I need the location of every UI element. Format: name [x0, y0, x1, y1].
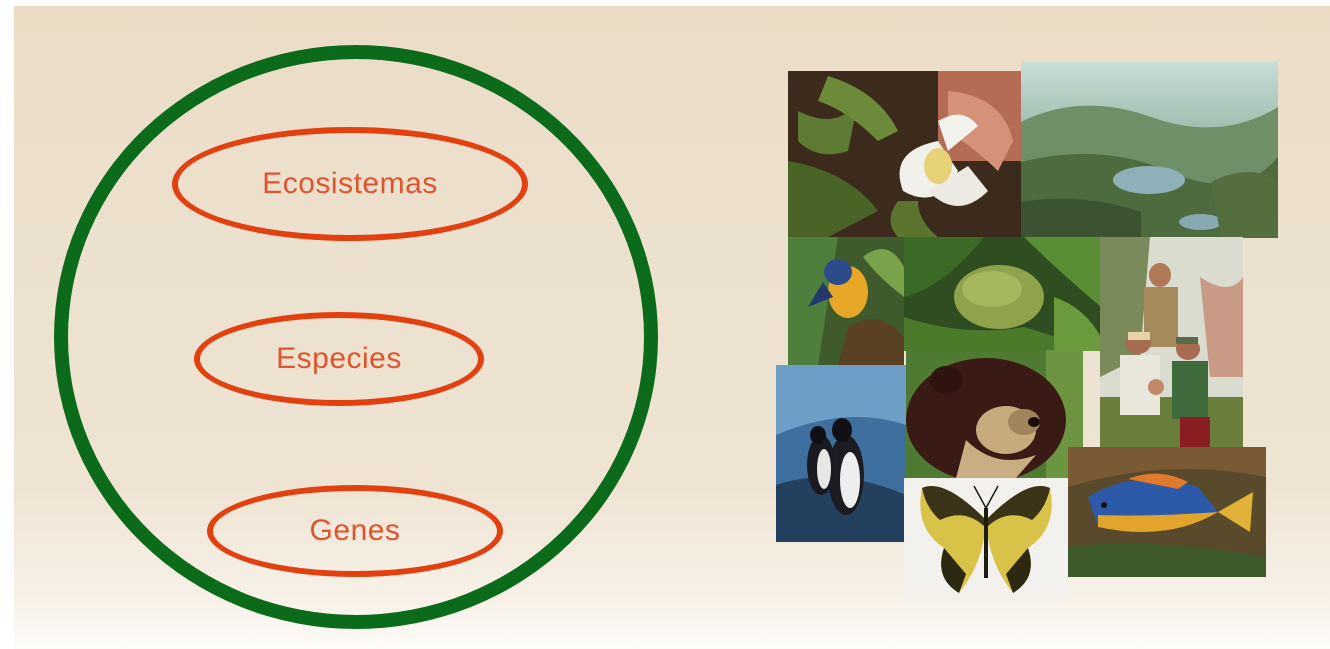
level-species-ellipse: Especies — [194, 312, 484, 406]
photo-fish — [1068, 447, 1266, 577]
photo-spectacled-bear — [906, 350, 1083, 478]
level-genes-ellipse: Genes — [207, 485, 503, 577]
photo-paramo-landscape — [1021, 62, 1278, 238]
photo-orchid-flower — [788, 71, 1021, 237]
level-genes-label: Genes — [310, 514, 401, 548]
photo-butterfly — [904, 478, 1068, 600]
photo-penguins — [776, 365, 906, 542]
photo-bird — [788, 237, 904, 365]
level-ecosystems-label: Ecosistemas — [262, 167, 438, 201]
photo-frog-in-leaves — [904, 237, 1101, 351]
photo-farmer-family — [1100, 237, 1243, 447]
level-ecosystems-ellipse: Ecosistemas — [172, 127, 528, 241]
level-species-label: Especies — [276, 342, 402, 376]
